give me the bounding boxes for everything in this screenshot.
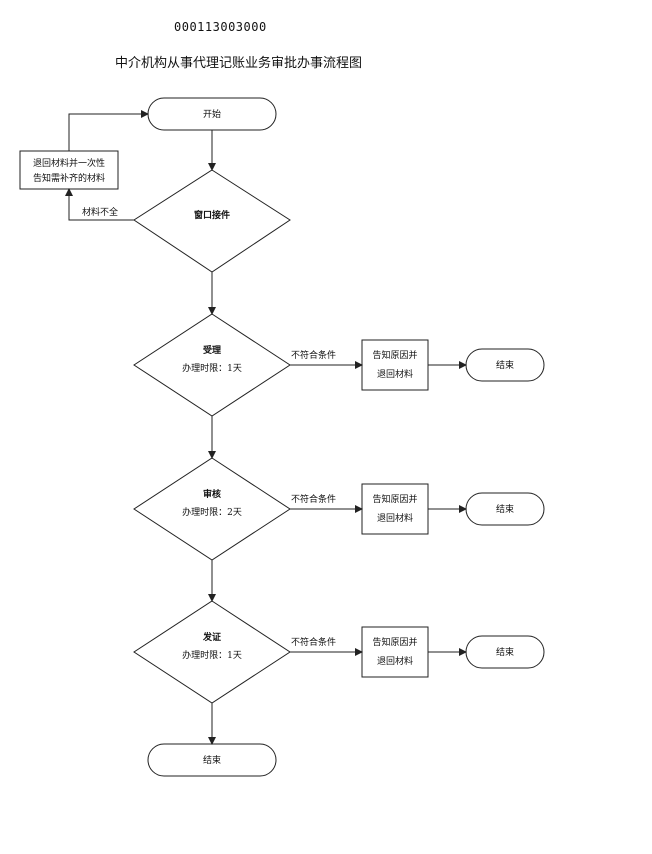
notify-box-issue [361, 626, 429, 678]
notify-box-issue-line2: 退回材料 [377, 655, 413, 667]
end-node-issue-label: 结束 [496, 646, 514, 658]
accept-time-limit: 办理时限：1天 [182, 362, 242, 374]
notify-box-accept-line2: 退回材料 [377, 368, 413, 380]
review-title: 审核 [203, 488, 221, 500]
document-code: 000113003000 [174, 20, 267, 34]
edge-window-to-return [65, 188, 134, 221]
notify-box-accept [361, 339, 429, 391]
return-materials-line2: 告知需补齐的材料 [33, 172, 105, 184]
return-materials-line1: 退回材料并一次性 [33, 157, 105, 169]
document-title: 中介机构从事代理记账业务审批办事流程图 [115, 56, 363, 71]
accept-title: 受理 [203, 344, 221, 356]
notify-box-issue-line1: 告知原因并 [372, 636, 417, 648]
issue-title: 发证 [202, 631, 221, 643]
edge-label-not-met-review: 不符合条件 [291, 493, 336, 505]
end-node-review-label: 结束 [496, 503, 514, 515]
edge-return-to-start [68, 110, 149, 151]
start-label: 开始 [203, 108, 221, 120]
notify-box-accept-line1: 告知原因并 [372, 349, 417, 361]
review-time-limit: 办理时限：2天 [182, 506, 242, 518]
notify-box-review-line1: 告知原因并 [372, 493, 417, 505]
end-node-accept-label: 结束 [496, 359, 514, 371]
issue-time-limit: 办理时限：1天 [182, 649, 242, 661]
end-node-final-label: 结束 [203, 754, 221, 766]
notify-box-review-line2: 退回材料 [377, 512, 413, 524]
window-intake-label: 窗口接件 [194, 209, 230, 221]
edge-label-incomplete: 材料不全 [82, 206, 118, 218]
edge-label-not-met-accept: 不符合条件 [291, 349, 336, 361]
edge-label-not-met-issue: 不符合条件 [291, 636, 336, 648]
window-intake-node [133, 169, 291, 273]
notify-box-review [361, 483, 429, 535]
